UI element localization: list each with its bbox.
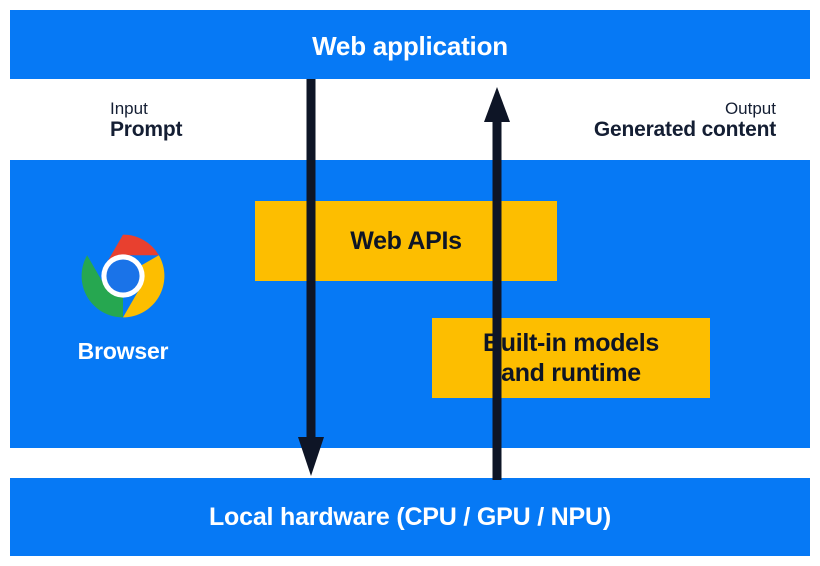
component-builtin-models-label-line1: Built-in models xyxy=(482,329,660,357)
flow-output-value-label: Generated content xyxy=(593,118,776,142)
flow-caption-input: Input Prompt xyxy=(110,99,183,142)
band-local-hardware-label: Local hardware (CPU / GPU / NPU) xyxy=(208,503,611,531)
component-builtin-models-label-line2: and runtime xyxy=(501,359,641,387)
browser-group: Browser xyxy=(48,230,198,365)
flow-input-value-label: Prompt xyxy=(110,118,183,142)
band-web-application: Web application xyxy=(10,10,810,79)
component-web-apis: Web APIs xyxy=(255,201,557,281)
component-web-apis-label: Web APIs xyxy=(350,227,462,255)
flow-input-kind-label: Input xyxy=(110,99,148,118)
component-builtin-models-label: Built-in models and runtime xyxy=(483,328,659,388)
component-builtin-models: Built-in models and runtime xyxy=(432,318,710,398)
chrome-logo-icon xyxy=(81,234,165,318)
browser-label: Browser xyxy=(77,338,169,364)
band-local-hardware: Local hardware (CPU / GPU / NPU) xyxy=(10,478,810,556)
flow-caption-output: Output Generated content xyxy=(594,99,776,142)
band-web-application-label: Web application xyxy=(312,31,508,61)
flow-output-kind-label: Output xyxy=(724,99,776,118)
